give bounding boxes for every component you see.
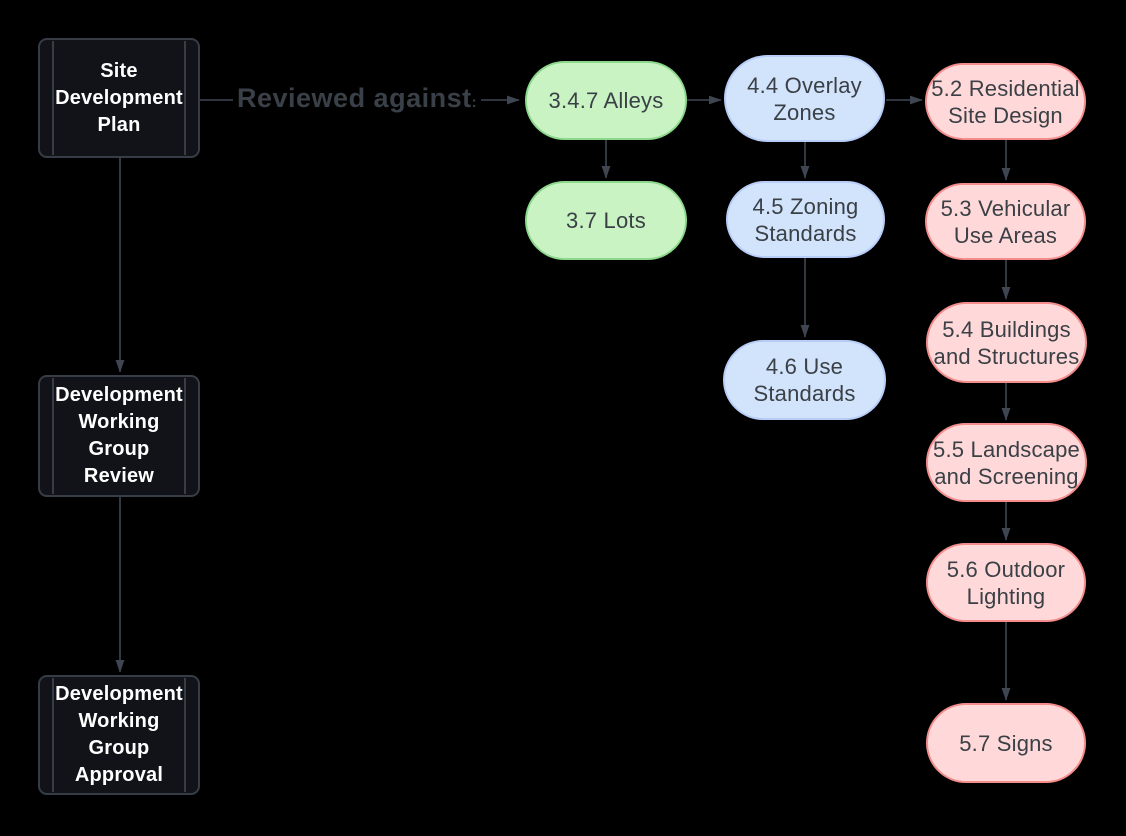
- node-label: Development Working Group Approval: [55, 683, 183, 786]
- node-site-development-plan: Site Development Plan: [38, 38, 200, 158]
- node-label: 4.6 Use Standards: [753, 354, 856, 406]
- node-5-7-signs: 5.7 Signs: [926, 703, 1086, 783]
- node-label: 5.6 Outdoor Lighting: [946, 556, 1066, 609]
- node-label: 5.7 Signs: [959, 730, 1053, 756]
- node-development-working-group-review: Development Working Group Review: [38, 375, 200, 497]
- node-label: 5.3 Vehicular Use Areas: [940, 195, 1071, 248]
- node-5-5-landscape-and-screening: 5.5 Landscape and Screening: [926, 423, 1087, 502]
- node-label: 3.4.7 Alleys: [548, 88, 664, 113]
- node-label: Development Working Group Review: [55, 384, 183, 487]
- node-4-5-zoning-standards: 4.5 Zoning Standards: [726, 181, 885, 258]
- node-5-3-vehicular-use-areas: 5.3 Vehicular Use Areas: [925, 183, 1086, 260]
- node-label: 5.5 Landscape and Screening: [933, 436, 1080, 489]
- node-3-4-7-alleys: 3.4.7 Alleys: [525, 61, 687, 140]
- node-3-7-lots: 3.7 Lots: [525, 181, 687, 260]
- process-side-line: [52, 678, 54, 792]
- node-5-4-buildings-and-structures: 5.4 Buildings and Structures: [926, 302, 1087, 383]
- process-side-line: [52, 378, 54, 494]
- process-side-line: [52, 41, 54, 155]
- node-label: Site Development Plan: [55, 59, 183, 136]
- node-label: 4.5 Zoning Standards: [752, 193, 859, 246]
- edge-label-text: Reviewed against: [237, 83, 472, 113]
- node-4-4-overlay-zones: 4.4 Overlay Zones: [724, 55, 885, 142]
- node-5-6-outdoor-lighting: 5.6 Outdoor Lighting: [926, 543, 1086, 622]
- node-development-working-group-approval: Development Working Group Approval: [38, 675, 200, 795]
- node-label: 3.7 Lots: [566, 208, 646, 233]
- process-side-line: [184, 378, 186, 494]
- node-4-6-use-standards: 4.6 Use Standards: [723, 340, 886, 420]
- node-5-2-residential-site-design: 5.2 Residential Site Design: [925, 63, 1086, 140]
- process-side-line: [184, 41, 186, 155]
- node-label: 5.2 Residential Site Design: [931, 75, 1080, 128]
- node-label: 5.4 Buildings and Structures: [933, 316, 1080, 369]
- edge-label-reviewed-against: Reviewed against:: [233, 82, 482, 119]
- process-side-line: [184, 678, 186, 792]
- node-label: 4.4 Overlay Zones: [747, 72, 862, 125]
- edge-label-colon: :: [471, 94, 478, 111]
